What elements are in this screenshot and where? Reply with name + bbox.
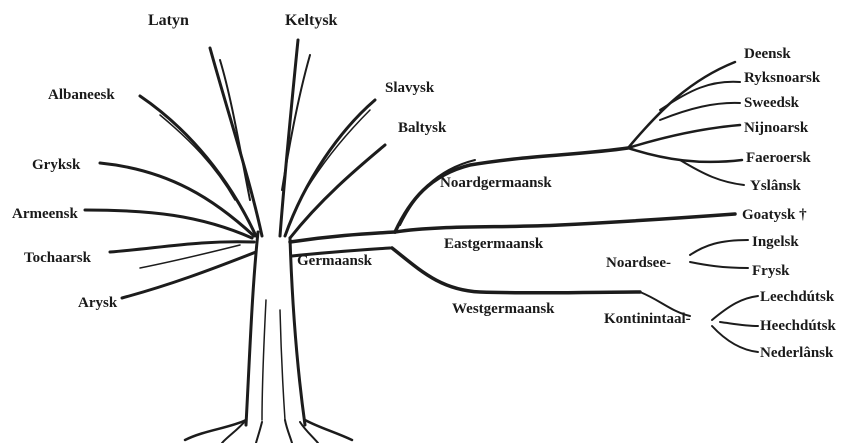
fan-noardsee [690,240,748,268]
label-ryksnoarsk: Ryksnoarsk [744,70,821,86]
branch-arysk [122,252,256,298]
label-noardgermaansk: Noardgermaansk [440,175,552,191]
label-westgermaansk: Westgermaansk [452,301,555,317]
label-faeroersk: Faeroersk [746,150,811,166]
branch-eastgermaansk [395,214,735,232]
label-keltysk: Keltysk [285,12,338,29]
label-noardsee: Noardsee- [606,255,671,271]
label-tochaarsk: Tochaarsk [24,250,92,266]
branch-tochaarsk [110,242,254,268]
fan-noard [628,62,744,185]
label-baltysk: Baltysk [398,120,447,136]
label-kontinintaal: Kontinintaal- [604,311,691,327]
label-eastgermaansk: Eastgermaansk [444,236,544,252]
label-nederlansk: Nederlânsk [760,345,834,361]
label-arysk: Arysk [78,295,118,311]
label-armeensk: Armeensk [12,206,78,222]
labels: Latyn Keltysk Albaneesk Slavysk Baltysk … [12,12,837,361]
branch-gryksk [100,163,254,236]
label-germaansk: Germaansk [297,253,373,269]
branch-westgermaansk [392,248,640,293]
branch-keltysk [280,40,310,236]
label-gryksk: Gryksk [32,157,81,173]
label-goatysk: Goatysk † [742,207,807,223]
label-nijnoarsk: Nijnoarsk [744,120,809,136]
label-frysk: Frysk [752,263,790,279]
label-latyn: Latyn [148,12,189,29]
branch-albaneesk [140,96,256,236]
label-yslansk: Yslânsk [750,178,802,194]
label-albaneesk: Albaneesk [48,87,115,103]
branch-slavysk [285,100,375,236]
label-ingelsk: Ingelsk [752,234,799,250]
label-deensk: Deensk [744,46,791,62]
label-slavysk: Slavysk [385,80,435,96]
label-sweedsk: Sweedsk [744,95,800,111]
label-leechdutsk: Leechdútsk [760,289,835,305]
label-heechdutsk: Heechdútsk [760,318,837,334]
